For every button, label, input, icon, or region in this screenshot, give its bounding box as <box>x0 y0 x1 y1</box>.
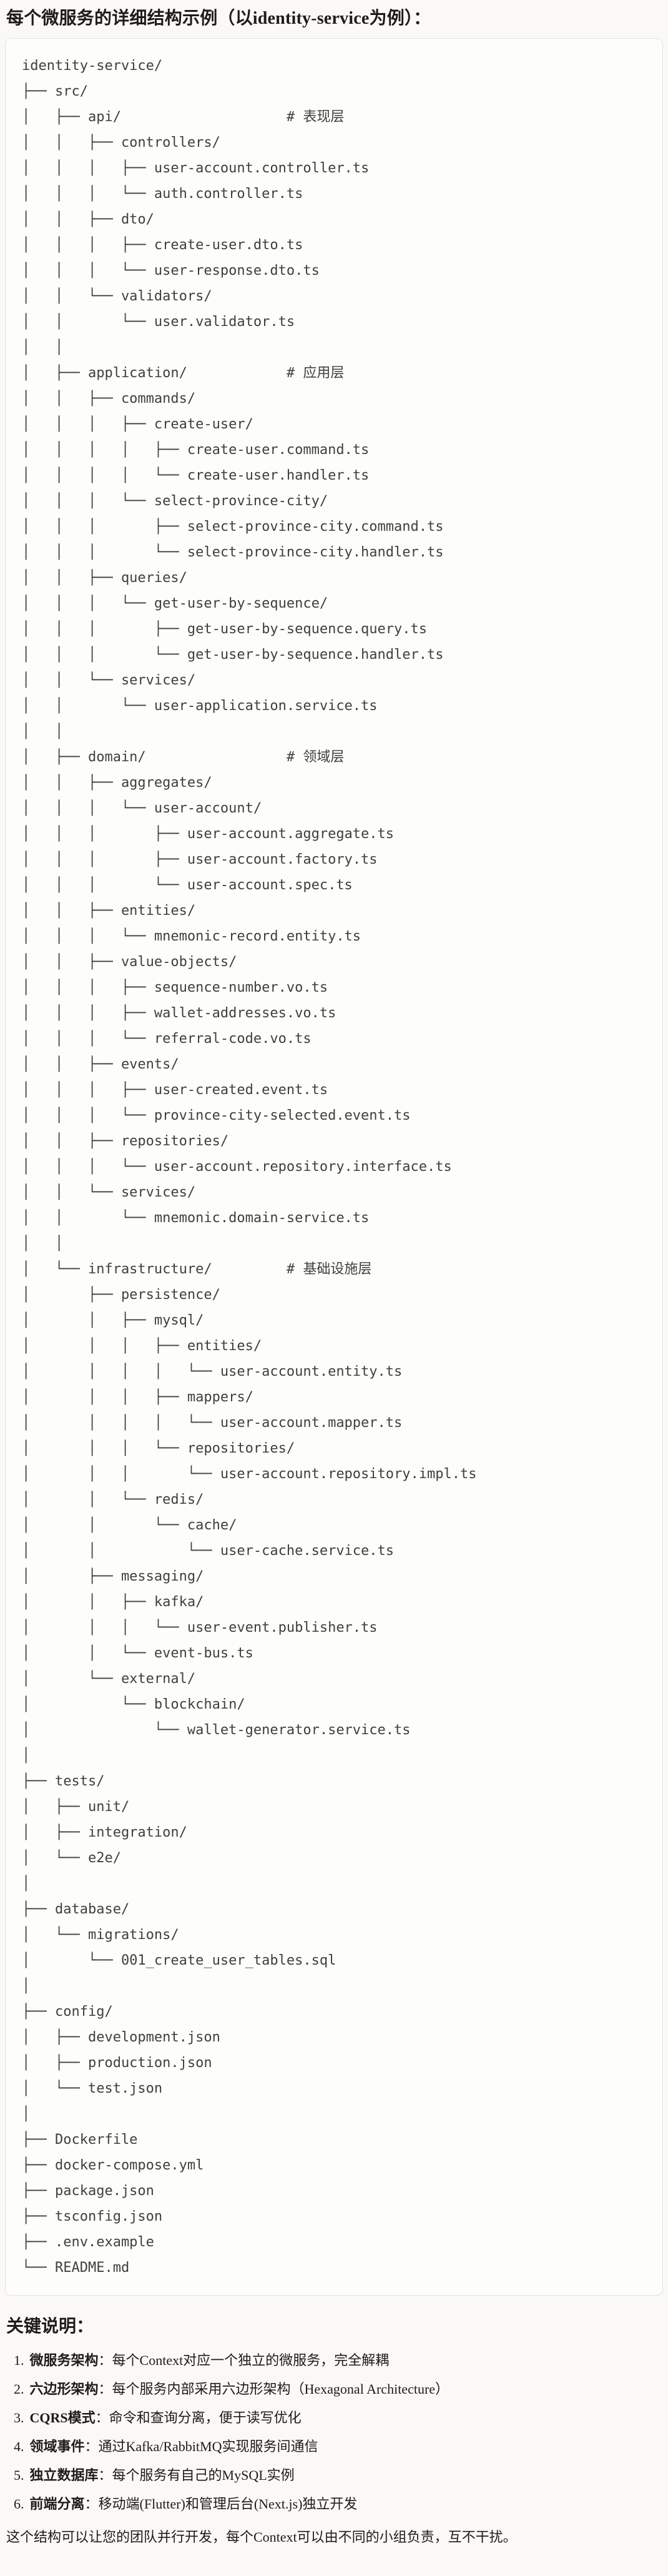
list-item-term: 六边形架构 <box>29 2381 99 2397</box>
list-item-term: 前端分离 <box>29 2495 85 2512</box>
list-item-number: 6. <box>14 2495 24 2512</box>
list-item-number: 4. <box>14 2438 24 2454</box>
list-item: 4. 领域事件：通过Kafka/RabbitMQ实现服务间通信 <box>14 2436 663 2457</box>
list-item: 2. 六边形架构：每个服务内部采用六边形架构（Hexagonal Architec… <box>14 2379 663 2399</box>
document: 每个微服务的详细结构示例（以identity-service为例）： ident… <box>5 7 663 2547</box>
list-item: 3. CQRS模式：命令和查询分离，便于读写优化 <box>14 2407 663 2428</box>
notes-heading: 关键说明： <box>6 2317 94 2337</box>
list-item-text: ：每个服务内部采用六边形架构（Hexagonal Architecture） <box>98 2381 449 2397</box>
list-item-number: 3. <box>14 2409 24 2425</box>
file-tree: identity-service/ ├── src/ │ ├── api/ # … <box>22 58 477 2276</box>
list-item-number: 5. <box>14 2467 24 2483</box>
list-item-term: 领域事件 <box>29 2438 85 2454</box>
list-item-text: ：移动端(Flutter)和管理后台(Next.js)独立开发 <box>84 2495 358 2512</box>
list-item-text: ：通过Kafka/RabbitMQ实现服务间通信 <box>84 2438 318 2454</box>
list-item-text: ：命令和查询分离，便于读写优化 <box>95 2409 302 2425</box>
list-item: 1. 微服务架构：每个Context对应一个独立的微服务，完全解耦 <box>14 2350 663 2371</box>
list-item: 6. 前端分离：移动端(Flutter)和管理后台(Next.js)独立开发 <box>14 2494 663 2514</box>
list-item-number: 2. <box>14 2381 24 2397</box>
list-item-term: 微服务架构 <box>29 2352 99 2368</box>
code-block: identity-service/ ├── src/ │ ├── api/ # … <box>5 38 663 2296</box>
notes-list: 1. 微服务架构：每个Context对应一个独立的微服务，完全解耦 2. 六边形架构… <box>9 2350 663 2514</box>
list-item-text: ：每个Context对应一个独立的微服务，完全解耦 <box>98 2352 390 2368</box>
list-item-number: 1. <box>14 2352 24 2368</box>
list-item: 5. 独立数据库：每个服务有自己的MySQL实例 <box>14 2465 663 2485</box>
list-item-text: ：每个服务有自己的MySQL实例 <box>98 2467 295 2483</box>
list-item-term: CQRS模式 <box>29 2409 96 2425</box>
section-title: 每个微服务的详细结构示例（以identity-service为例）： <box>6 9 431 28</box>
closing-paragraph: 这个结构可以让您的团队并行开发，每个Context可以由不同的小组负责，互不干扰… <box>6 2529 517 2545</box>
list-item-term: 独立数据库 <box>29 2467 99 2483</box>
